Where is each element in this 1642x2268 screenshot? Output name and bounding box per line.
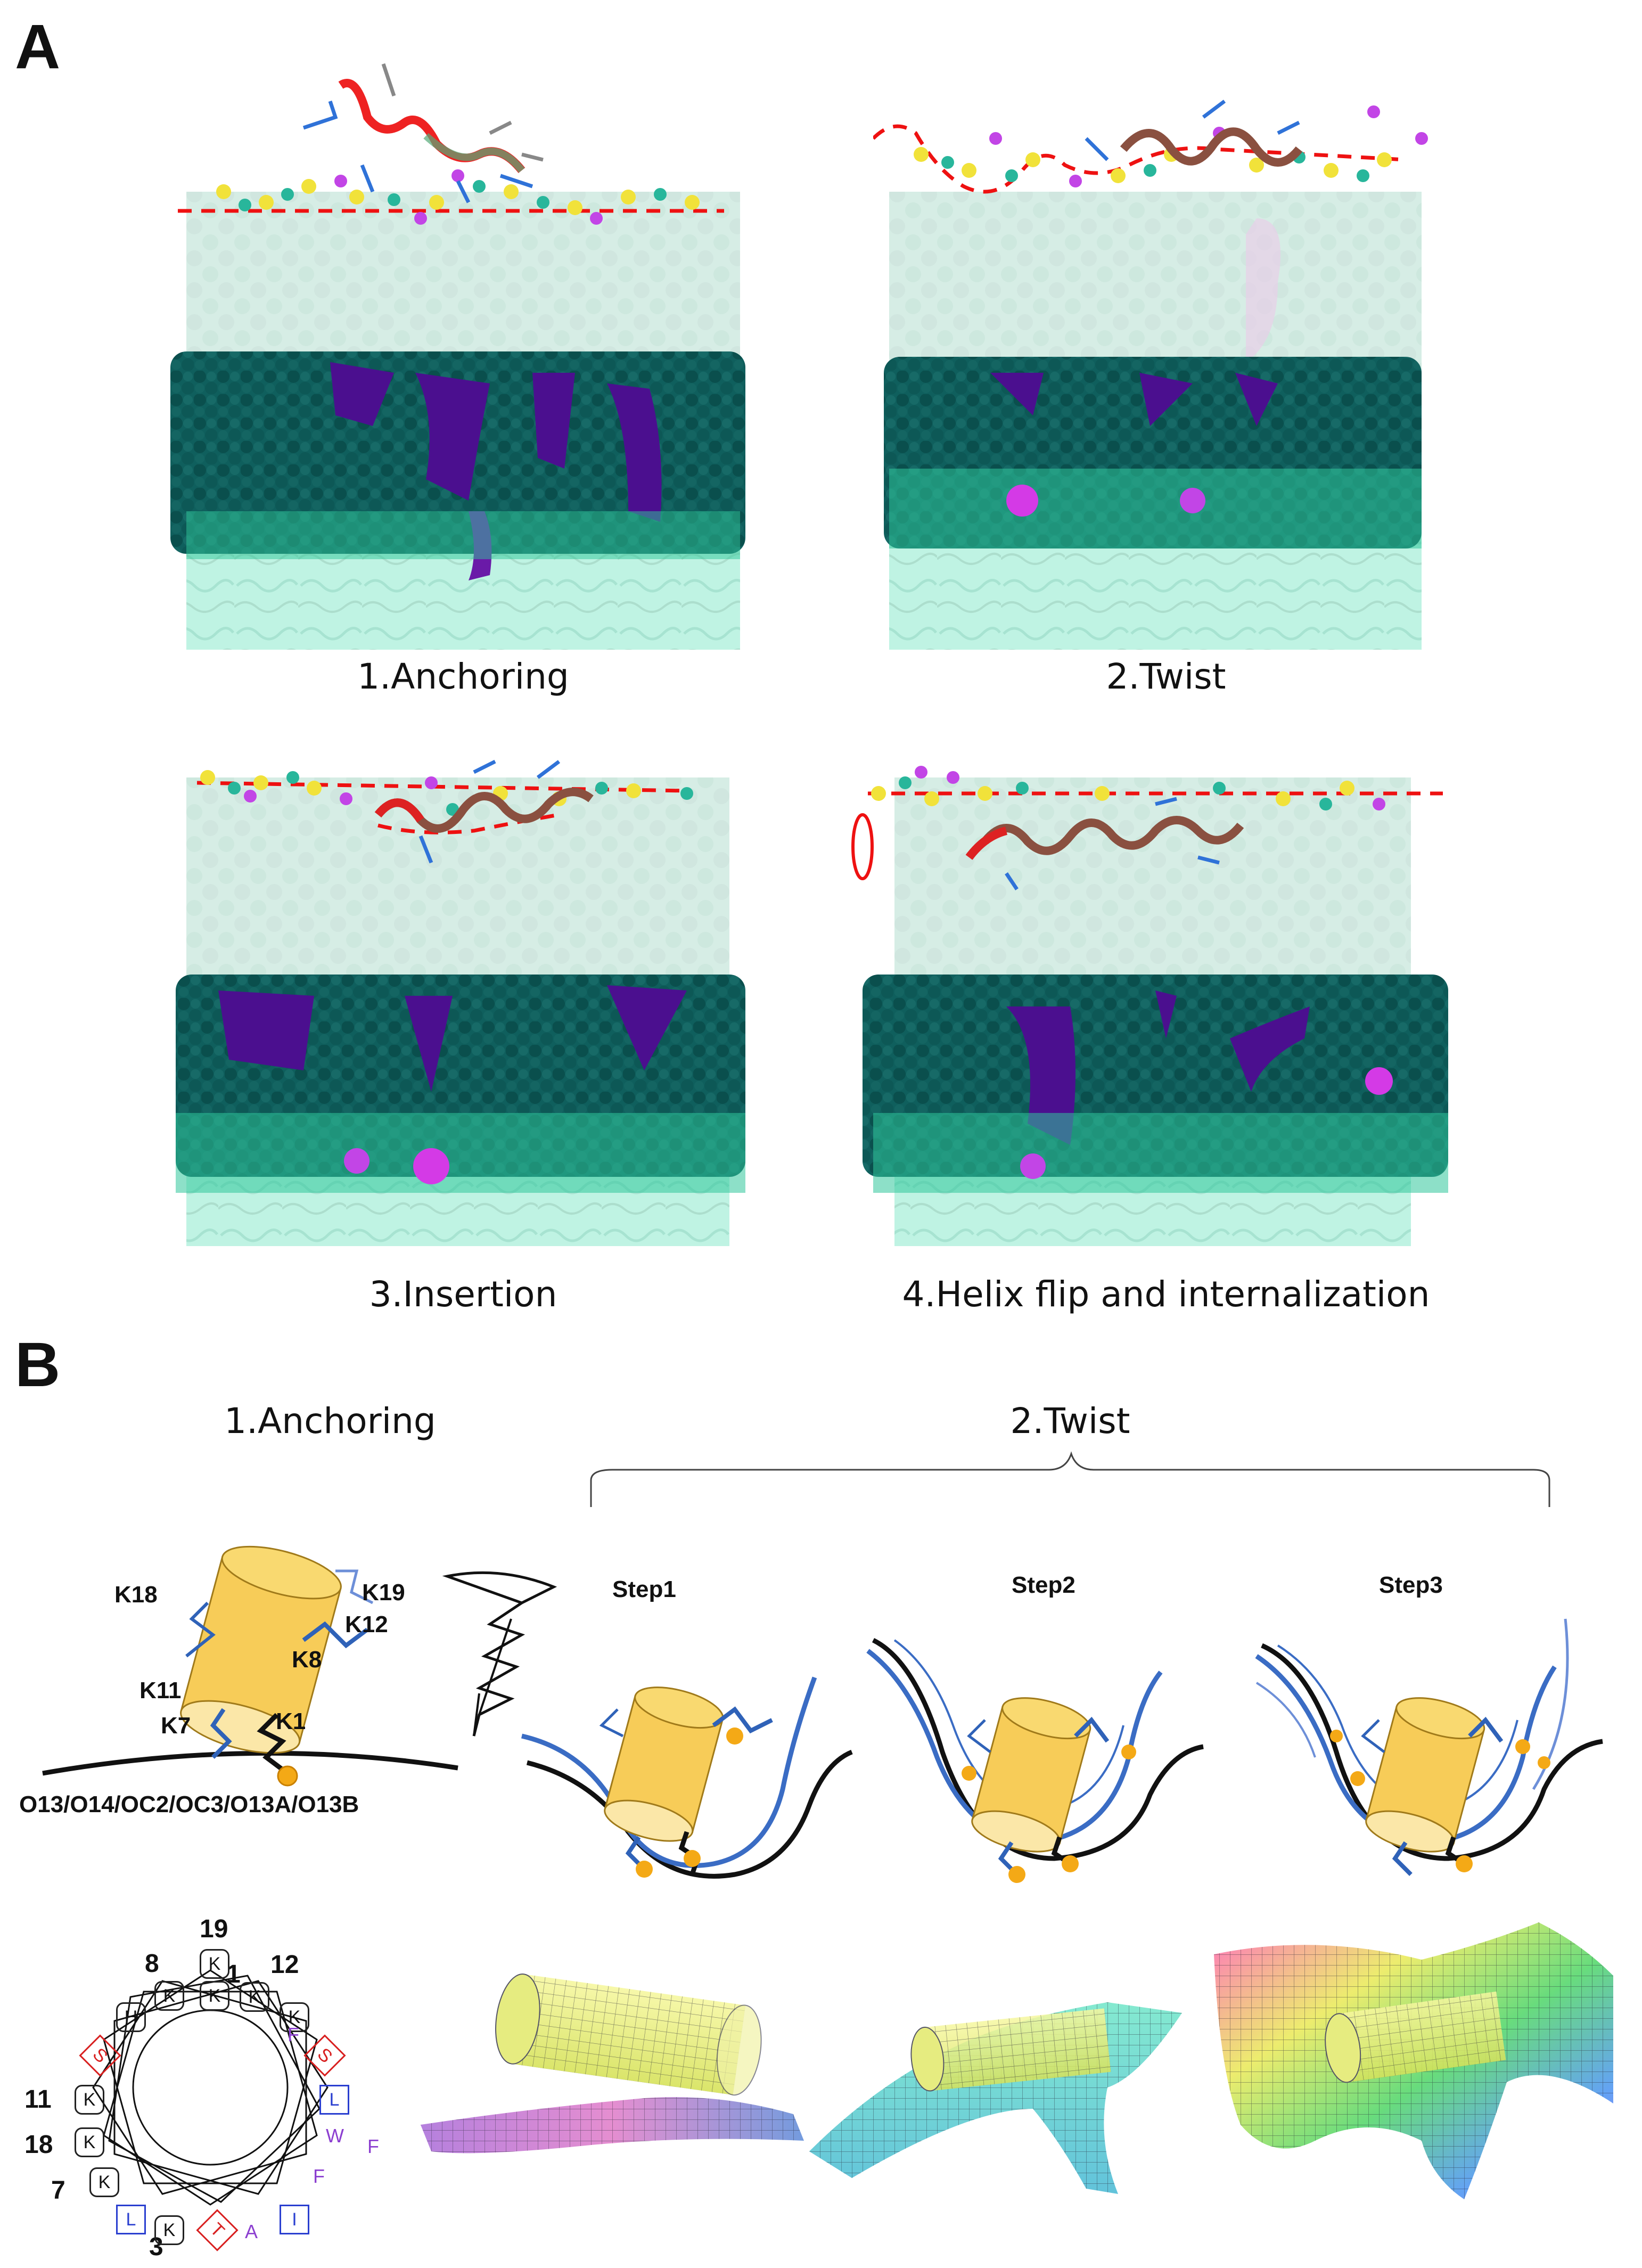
wheel-free-letter: A [245, 2221, 258, 2242]
snapshot-twist [873, 43, 1459, 655]
wheel-residue: K [200, 1949, 229, 1979]
wheel-residue-hydrophobic: L [319, 2085, 349, 2115]
label-k8: K8 [292, 1647, 322, 1673]
b-twist-title: 2.Twist [1010, 1401, 1130, 1442]
wheel-number-12: 12 [270, 1951, 299, 1979]
wheel-free-letter: F [288, 2024, 299, 2045]
wheel-number-11: 11 [24, 2085, 52, 2114]
wheel-number-7: 7 [51, 2176, 65, 2205]
panel-a-label: A [15, 12, 61, 82]
wheel-residue-hydrophobic: I [280, 2205, 309, 2234]
wheel-residue: K [75, 2085, 104, 2115]
helical-wheel [92, 1969, 329, 2206]
step1-title: Step1 [612, 1576, 676, 1602]
wheel-number-8: 8 [145, 1950, 159, 1978]
wheel-residue: K [240, 1982, 269, 2012]
step2-title: Step2 [1012, 1572, 1075, 1598]
wheel-number-19: 19 [200, 1915, 228, 1943]
caption-anchoring: 1.Anchoring [357, 656, 569, 697]
caption-twist: 2.Twist [1106, 656, 1226, 697]
wheel-free-letter: W [326, 2125, 344, 2147]
surface-step2 [809, 2002, 1182, 2194]
wheel-residue: K [154, 1981, 184, 2011]
anchoring-cartoon [42, 1545, 458, 1787]
wheel-free-letter: F [313, 2165, 325, 2187]
b-anchoring-title: 1.Anchoring [224, 1401, 436, 1442]
surface-step1 [421, 1974, 804, 2154]
snapshot-insertion [154, 740, 767, 1251]
step2-cartoon [866, 1637, 1204, 1883]
wheel-residue: K [75, 2127, 104, 2157]
label-k12: K12 [345, 1611, 388, 1637]
wheel-residue-hydrophobic: L [116, 2205, 146, 2234]
caption-helix-flip: 4.Helix flip and internalization [902, 1274, 1430, 1315]
label-k19: K19 [362, 1579, 405, 1606]
step3-cartoon [1255, 1618, 1603, 1876]
label-k7: K7 [161, 1713, 191, 1739]
snapshot-helix-flip [847, 740, 1475, 1251]
surface-step3 [1214, 1922, 1613, 2199]
caption-insertion: 3.Insertion [369, 1274, 557, 1315]
snapshot-anchoring [170, 43, 756, 655]
wheel-residue: K [280, 2002, 309, 2032]
wheel-number-3: 3 [149, 2233, 163, 2261]
oxygen-atoms-label: O13/O14/OC2/OC3/O13A/O13B [19, 1791, 359, 1817]
step3-title: Step3 [1379, 1572, 1443, 1598]
twist-bracket [590, 1451, 1550, 1507]
wheel-free-letter: F [367, 2135, 379, 2157]
screw-icon [442, 1571, 557, 1737]
wheel-number-18: 18 [24, 2131, 53, 2159]
wheel-residue: H [116, 2002, 146, 2032]
label-k18: K18 [114, 1582, 158, 1608]
label-k1: K1 [276, 1708, 306, 1734]
panel-b-label: B [15, 1330, 61, 1400]
label-k11: K11 [139, 1677, 182, 1704]
wheel-residue: K [200, 1981, 229, 2011]
wheel-residue: K [154, 2215, 184, 2245]
step1-cartoon [521, 1676, 853, 1879]
wheel-residue: K [89, 2167, 119, 2197]
